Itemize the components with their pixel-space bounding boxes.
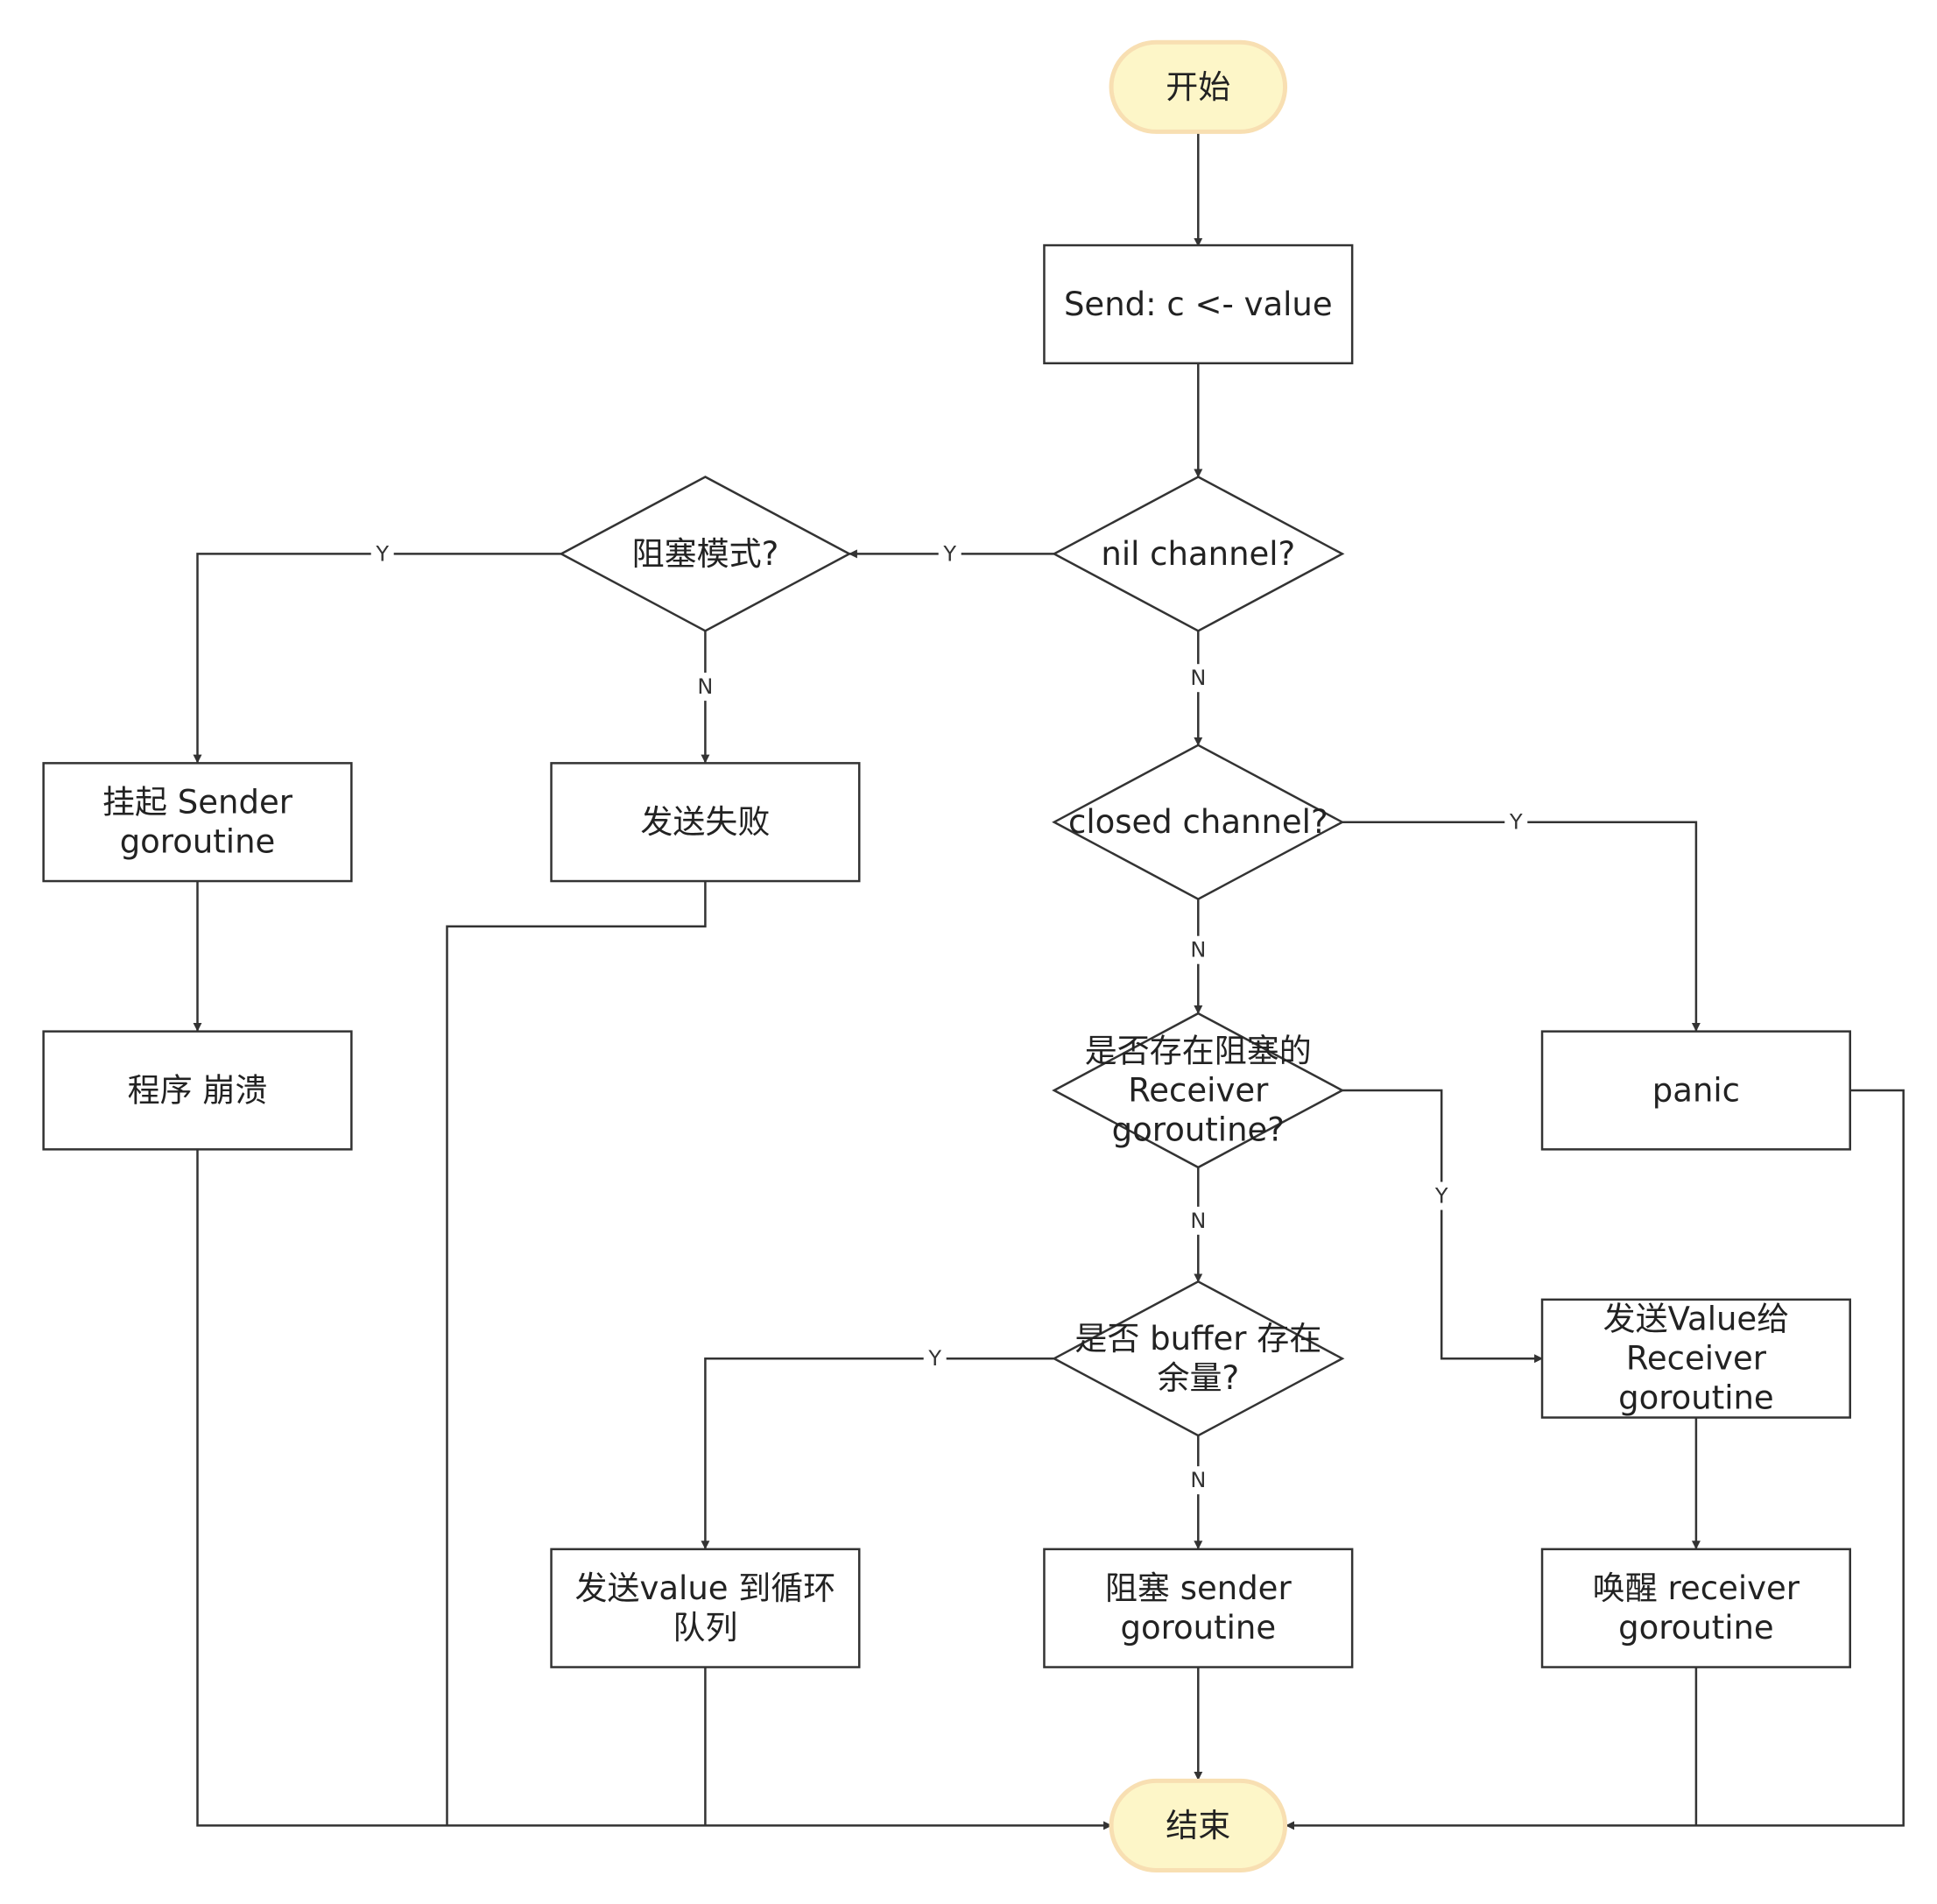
edge-label-text: N <box>1190 1468 1206 1492</box>
process-box <box>1540 1298 1852 1419</box>
edge-label-background <box>1187 935 1210 964</box>
node-label: goroutine <box>1618 1609 1774 1647</box>
node-label: 程序 崩溃 <box>128 1072 268 1110</box>
node-label: 阻塞 sender <box>1105 1569 1293 1607</box>
node-label: 发送失败 <box>640 803 770 841</box>
edge-label-no: N <box>1187 935 1210 964</box>
node-label: Receiver <box>1626 1340 1767 1378</box>
node-panic: panic <box>1540 1030 1852 1151</box>
edge-label-no: N <box>1187 1466 1210 1495</box>
decision-diamond <box>559 476 852 632</box>
node-label: goroutine <box>1618 1379 1774 1417</box>
terminal-pill <box>1109 39 1288 134</box>
node-label: 余量? <box>1157 1359 1239 1397</box>
node-label: nil channel? <box>1101 535 1295 573</box>
edge-label-text: N <box>1190 938 1206 963</box>
node-send-fail: 发送失败 <box>550 762 861 883</box>
node-label: 开始 <box>1166 68 1230 106</box>
process-box <box>1043 243 1354 364</box>
process-box <box>42 1030 353 1151</box>
terminal-pill <box>1109 1778 1288 1872</box>
node-label: 是否 buffer 存在 <box>1074 1320 1321 1357</box>
process-box <box>1540 1030 1852 1151</box>
edge-label-text: Y <box>942 541 956 566</box>
decision-diamond <box>1052 1280 1345 1437</box>
process-box <box>1540 1548 1852 1668</box>
edge-fail-end <box>446 881 707 1826</box>
node-closed-channel: closed channel? <box>1052 744 1345 901</box>
edge-crash-end <box>196 1150 1113 1830</box>
node-label: Receiver <box>1128 1072 1269 1110</box>
node-block-mode: 阻塞模式? <box>559 476 852 632</box>
edge-label-yes: Y <box>1430 1181 1454 1210</box>
edge-label-text: Y <box>1434 1184 1448 1209</box>
edge-label-background <box>1187 1466 1210 1495</box>
node-start: 开始 <box>1109 39 1288 134</box>
edge-label-background <box>1187 664 1210 693</box>
decision-diamond <box>1052 476 1345 632</box>
node-label: panic <box>1652 1072 1740 1110</box>
edge-label-background <box>694 673 717 702</box>
edge-label-text: N <box>697 674 713 699</box>
node-label: goroutine <box>120 823 276 861</box>
edge-block-mode-suspend <box>193 553 561 764</box>
edge-label-text: N <box>1190 666 1206 690</box>
edge-label-text: N <box>1190 1209 1206 1233</box>
edge-label-no: N <box>1187 664 1210 693</box>
node-label: 唤醒 receiver <box>1593 1569 1800 1607</box>
decision-diamond <box>1052 1012 1345 1169</box>
node-label: Send: c <- value <box>1064 286 1333 323</box>
edge-label-yes: Y <box>923 1344 947 1373</box>
edge-label-yes: Y <box>370 539 394 568</box>
edge-closed-panic <box>1342 821 1701 1032</box>
node-label: goroutine? <box>1112 1111 1285 1149</box>
edge-panic-end <box>1285 1089 1905 1830</box>
node-label: 结束 <box>1166 1807 1230 1844</box>
edge-buffer-queue <box>701 1357 1054 1550</box>
edge-receiver-send-value <box>1342 1089 1544 1364</box>
edge-label-no: N <box>1187 1206 1210 1235</box>
process-box <box>550 1548 861 1668</box>
edge-label-text: Y <box>375 541 389 566</box>
edge-label-yes: Y <box>938 539 961 568</box>
node-nil-channel: nil channel? <box>1052 476 1345 632</box>
node-label: closed channel? <box>1068 803 1328 841</box>
node-label: 挂起 Sender <box>102 784 293 822</box>
node-label: 队列 <box>673 1609 737 1647</box>
node-program-crash: 程序 崩溃 <box>42 1030 353 1151</box>
edge-label-background <box>1504 807 1528 836</box>
process-box <box>550 762 861 883</box>
process-box <box>1043 1548 1354 1668</box>
edge-label-text: Y <box>1509 810 1523 835</box>
edge-label-yes: Y <box>1504 807 1528 836</box>
edge-label-background <box>923 1344 947 1373</box>
node-label: 阻塞模式? <box>632 535 779 573</box>
edge-label-background <box>1187 1206 1210 1235</box>
node-label: goroutine <box>1120 1609 1276 1647</box>
node-label: 发送Value给 <box>1603 1301 1790 1338</box>
node-end: 结束 <box>1109 1778 1288 1872</box>
node-label: 是否存在阻塞的 <box>1085 1033 1312 1070</box>
process-box <box>42 762 353 883</box>
edge-label-text: Y <box>927 1346 941 1371</box>
edge-label-no: N <box>694 673 717 702</box>
edge-label-background <box>1430 1181 1454 1210</box>
node-send: Send: c <- value <box>1043 243 1354 364</box>
edge-labels: Y Y N N Y N Y N Y N <box>370 539 1528 1495</box>
nodes: 开始 Send: c <- value nil channel? 阻塞模式? 挂起 Se… <box>42 39 1852 1872</box>
decision-diamond <box>1052 744 1345 901</box>
node-label: 发送value 到循环 <box>574 1569 835 1607</box>
edge-label-background <box>938 539 961 568</box>
edge-label-background <box>370 539 394 568</box>
